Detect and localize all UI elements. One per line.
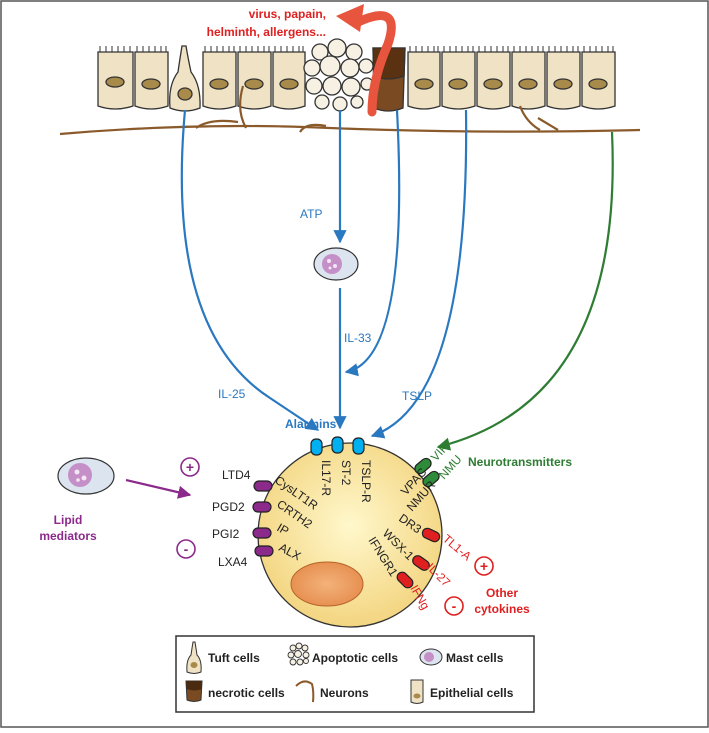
cytokine-minus-sign: - [444,596,464,616]
lipid-mediator-arrow [125,478,192,499]
crth2-receptor [252,501,272,513]
label-atp: ATP [300,207,322,221]
legend-apoptotic-icon [287,642,310,666]
epithelial-cell [511,51,546,110]
receptor-st2: ST-2 [339,460,353,486]
ligand-pgi2: PGI2 [212,527,240,541]
legend-tuft: Tuft cells [208,651,260,665]
ligand-pgd2: PGD2 [212,500,245,514]
legend-neuron-icon [295,680,315,703]
legend-necrotic: necrotic cells [208,686,285,700]
alx-receptor [254,545,274,557]
legend-epithelial-icon [410,679,424,704]
svg-text:-: - [184,541,189,557]
legend-tuft-icon [186,641,202,674]
neuron-fibers [59,85,641,136]
neurotransmitter-path [436,131,614,451]
epithelial-layer [97,38,616,112]
tslp-path [370,109,468,439]
legend-apoptotic: Apoptotic cells [312,651,398,665]
legend-epithelial: Epithelial cells [430,686,514,700]
alarmin-receptor [310,438,323,456]
stimuli-line-2: helminth, allergens... [207,25,326,39]
mast-cell [57,457,115,495]
receptor-il17r: IL17-R [319,460,333,496]
label-alarmins: Alarmins [285,417,337,431]
ilc2-nucleus [290,561,364,607]
label-cytokines-2: cytokines [474,602,530,616]
lipid-minus-sign: - [176,539,196,559]
label-lipid-2: mediators [39,529,97,543]
nmur-receptor [422,470,440,488]
stimuli-arrow [336,4,396,117]
label-tslp: TSLP [402,389,432,403]
epithelial-cell [581,51,616,110]
tuft-cell [169,45,201,112]
epithelial-cell [546,51,581,110]
label-cytokines-1: Other [486,586,518,600]
legend-box: Tuft cells Apoptotic cells Mast cells ne… [175,635,535,713]
svg-text:+: + [480,558,488,574]
mast-cell [313,247,359,281]
cysltr1-receptor [253,480,273,492]
il25-path [180,109,320,431]
ligand-ltd4: LTD4 [222,468,251,482]
lipid-plus-sign: + [180,457,200,477]
label-il33: IL-33 [344,331,372,345]
label-lipid-1: Lipid [54,513,83,527]
apoptotic-cell [303,38,374,112]
ip-receptor [252,527,272,539]
alarmin-receptor [331,436,344,454]
epithelial-cell [476,51,511,110]
svg-text:+: + [186,459,194,475]
vpac-receptor [414,457,432,475]
alarmin-receptor [352,437,365,455]
stimuli-line-1: virus, papain, [249,7,326,21]
epithelial-cell [441,51,476,110]
legend-neurons: Neurons [320,686,369,700]
ligand-lxa4: LXA4 [218,555,248,569]
dr3-receptor [421,527,441,543]
svg-text:-: - [452,598,457,614]
label-neurotransmitters: Neurotransmitters [468,455,572,469]
legend-necrotic-icon [185,680,203,702]
epithelial-cell [97,51,134,110]
wsx1-receptor [412,555,430,571]
epithelial-cell [134,51,169,110]
receptor-tslpr: TSLP-R [359,460,373,503]
epithelial-cell [272,51,306,110]
epithelial-cell [237,51,272,110]
epithelial-cell [202,51,237,110]
label-il25: IL-25 [218,387,246,401]
cytokine-plus-sign: + [474,556,494,576]
legend-mast: Mast cells [446,651,504,665]
microvilli [99,46,614,52]
epithelial-cell [407,51,441,110]
ifngr1-receptor [396,571,414,589]
legend-mast-icon [419,648,443,666]
necrotic-il33-path [344,109,401,377]
ligand-tl1a: TL1-A [440,532,474,564]
